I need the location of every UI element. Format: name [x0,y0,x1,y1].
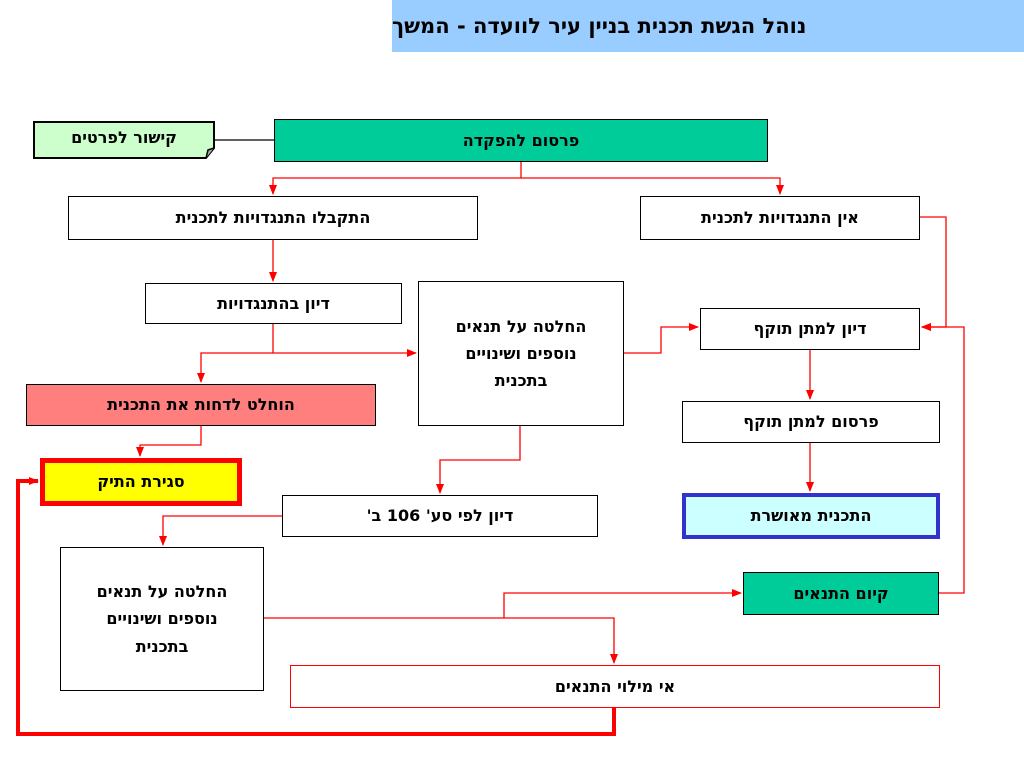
connector-notmet-to-close [16,477,616,736]
page-title: נוהל הגשת תכנית בניין עיר לוועדה - המשך [392,0,1024,52]
page-title-text: נוהל הגשת תכנית בניין עיר לוועדה - המשך [392,14,807,38]
node-validity-discussion: דיון למתן תוקף [700,308,920,350]
connector-publish-to-none [521,177,784,195]
node-discussion-106b: דיון לפי סע' 106 ב' [282,495,598,537]
connector-decision2-to-notmet [264,617,618,664]
node-no-objections: אין התנגדויות לתכנית [640,196,920,240]
connector-met-to-validity [921,323,965,594]
link-tag-shape [33,121,215,159]
node-conditions-met: קיום התנאים [743,572,939,615]
connector-publish-split [269,162,522,195]
node-rejected: הוחלט לדחות את התכנית [26,384,376,426]
node-conditions-not-met: אי מילוי התנאים [290,665,940,708]
decision1-line3: בתכנית [494,371,548,391]
connector-decision2-to-met [503,589,742,618]
node-objections-received: התקבלו התנגדויות לתכנית [68,196,478,240]
decision1-line2: נוספים ושינויים [465,343,577,363]
node-approved-plan: התכנית מאושרת [682,493,940,539]
connector-rejected-to-close [136,426,202,457]
node-objections-discussion: דיון בהתנגדויות [145,283,402,324]
node-publish-deposit: פרסום להפקדה [274,119,768,162]
connector-decision-to-validity [624,323,699,354]
link-tag-label: קישור לפרטים [71,127,177,147]
node-close-file: סגירת התיק [40,458,242,506]
decision2-line2: נוספים ושינויים [106,609,218,629]
decision1-line1: החלטה על תנאים [455,316,587,336]
node-publish-validity: פרסום למתן תוקף [682,401,940,443]
connector-none-to-validity [920,216,947,331]
connector-discussion-split [197,324,274,383]
node-decision-conditions-1: החלטה על תנאים נוספים ושינויים בתכנית [418,281,624,426]
decision2-line1: החלטה על תנאים [96,582,228,602]
connector-106b-to-decision2 [159,515,282,546]
connector-decision-to-106b [436,426,521,494]
link-to-details-button[interactable]: קישור לפרטים [32,120,216,162]
decision2-line3: בתכנית [135,636,189,656]
node-decision-conditions-2: החלטה על תנאים נוספים ושינויים בתכנית [60,547,264,691]
